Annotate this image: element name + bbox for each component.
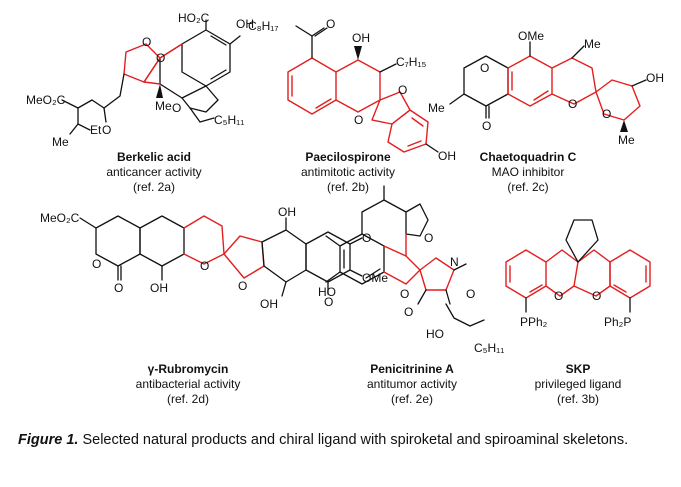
berkelic-ketone-o-label: O	[102, 123, 111, 137]
rubromycin-oh3-label: OH	[260, 297, 278, 311]
rubromycin-o4-label: O	[238, 279, 247, 293]
compound-ref: (ref. 2d)	[166, 392, 209, 406]
compound-ref: (ref. 2c)	[507, 180, 549, 194]
chaetoquadrin-o2-label: O	[568, 97, 577, 111]
chaetoquadrin-o1-label: O	[480, 61, 489, 75]
paecilospirone-oh-label: OH	[352, 31, 370, 45]
figure-caption: Figure 1. Selected natural products and …	[18, 430, 663, 451]
rubromycin-oh2-label: OH	[278, 205, 296, 219]
rubromycin-ester-label: MeO₂C	[40, 211, 80, 225]
berkelic-me-label: Me	[155, 99, 172, 113]
caption-rubromycin: γ-Rubromycin antibacterial activity (ref…	[98, 362, 278, 407]
caption-paecilospirone: Paecilospirone antimitotic activity (ref…	[258, 150, 438, 195]
berkelic-co2h-label: HO₂C	[178, 11, 210, 25]
structure-chaetoquadrin-c: OMe Me OH O O O O Me Me	[428, 29, 664, 147]
figure-caption-text: Selected natural products and chiral lig…	[82, 432, 629, 448]
rubromycin-o6-label: O	[324, 295, 333, 309]
berkelic-ester-label: MeO₂C	[26, 93, 66, 107]
caption-chaetoquadrin-c: Chaetoquadrin C MAO inhibitor (ref. 2c)	[438, 150, 618, 195]
compound-ref: (ref. 2b)	[326, 180, 369, 194]
skp-pph2-label: PPh₂	[520, 315, 548, 329]
penicitrinine-n-label: N	[450, 255, 459, 269]
rubromycin-o5-label: O	[362, 231, 371, 245]
compound-name: Penicitrinine A	[370, 362, 454, 376]
chaetoquadrin-o3-label: O	[602, 107, 611, 121]
compound-activity: MAO inhibitor	[491, 165, 565, 179]
structure-rubromycin: MeO₂C O O OH O O OH O OH O OMe	[40, 205, 388, 311]
penicitrinine-o3-label: O	[466, 287, 475, 301]
berkelic-o2-label: O	[156, 51, 165, 65]
figure-label: Figure 1.	[18, 432, 79, 448]
compound-activity: anticancer activity	[106, 165, 202, 179]
rubromycin-oh1-label: OH	[150, 281, 168, 295]
chaetoquadrin-ome-label: OMe	[518, 29, 544, 43]
compound-name: SKP	[565, 362, 591, 376]
penicitrinine-ho-label: HO	[318, 285, 336, 299]
compound-name: Chaetoquadrin C	[479, 150, 577, 164]
paecilospirone-o-ketone-label: O	[326, 17, 335, 31]
skp-ph2p-label: Ph₂P	[604, 315, 631, 329]
paecilospirone-o1-label: O	[398, 83, 407, 97]
compound-name: Paecilospirone	[305, 150, 391, 164]
penicitrinine-c5h11-label: C₅H₁₁	[474, 341, 504, 355]
berkelic-o1-label: O	[142, 35, 151, 49]
berkelic-o3-label: O	[172, 101, 181, 115]
rubromycin-ome-label: OMe	[362, 271, 388, 285]
structure-berkelic-acid: HO₂C OH O O O O Me MeO₂C Et Me C₅H₁₁	[26, 11, 254, 149]
chaetoquadrin-o4-label: O	[482, 119, 491, 133]
caption-berkelic-acid: Berkelic acid anticancer activity (ref. …	[64, 150, 244, 195]
compound-activity: antibacterial activity	[135, 377, 241, 391]
rubromycin-o2-label: O	[114, 281, 123, 295]
berkelic-c5h11-label: C₅H₁₁	[214, 113, 244, 127]
penicitrinine-o1-label: O	[424, 231, 433, 245]
structure-penicitrinine-a: HO O O N O O HO C₅H₁₁	[318, 185, 504, 355]
skp-o1-label: O	[554, 289, 563, 303]
rubromycin-o1-label: O	[92, 257, 101, 271]
compound-ref: (ref. 2e)	[390, 392, 433, 406]
compound-ref: (ref. 3b)	[556, 392, 599, 406]
paecilospirone-c8h17-label: C₈H₁₇	[248, 19, 278, 33]
rubromycin-o3-label: O	[200, 259, 209, 273]
chaetoquadrin-me2-label: Me	[428, 101, 445, 115]
paecilospirone-c7h15-label: C₇H₁₅	[396, 55, 427, 69]
penicitrinine-ho2-label: HO	[426, 327, 444, 341]
penicitrinine-o4-label: O	[404, 305, 413, 319]
chaetoquadrin-me-label: Me	[584, 37, 601, 51]
compound-name: Berkelic acid	[116, 150, 192, 164]
skp-o2-label: O	[592, 289, 601, 303]
chaetoquadrin-me3-label: Me	[618, 133, 635, 147]
penicitrinine-o2-label: O	[400, 287, 409, 301]
structure-skp: O O PPh₂ Ph₂P	[505, 219, 651, 329]
compound-name: γ-Rubromycin	[147, 362, 229, 376]
caption-penicitrinine-a: Penicitrinine A antitumor activity (ref.…	[322, 362, 502, 407]
paecilospirone-o2-label: O	[354, 113, 363, 127]
berkelic-et-label: Et	[90, 123, 102, 137]
chaetoquadrin-oh-label: OH	[646, 71, 664, 85]
structure-paecilospirone: C₈H₁₇ O OH C₇H₁₅ O O OH	[248, 17, 456, 163]
berkelic-oh-label: OH	[236, 17, 254, 31]
paecilospirone-oh2-label: OH	[438, 149, 456, 163]
compound-activity: privileged ligand	[534, 377, 622, 391]
compound-activity: antitumor activity	[366, 377, 458, 391]
berkelic-me2-label: Me	[52, 135, 69, 149]
compound-activity: antimitotic activity	[300, 165, 396, 179]
compound-ref: (ref. 2a)	[132, 180, 175, 194]
caption-skp: SKP privileged ligand (ref. 3b)	[488, 362, 668, 407]
